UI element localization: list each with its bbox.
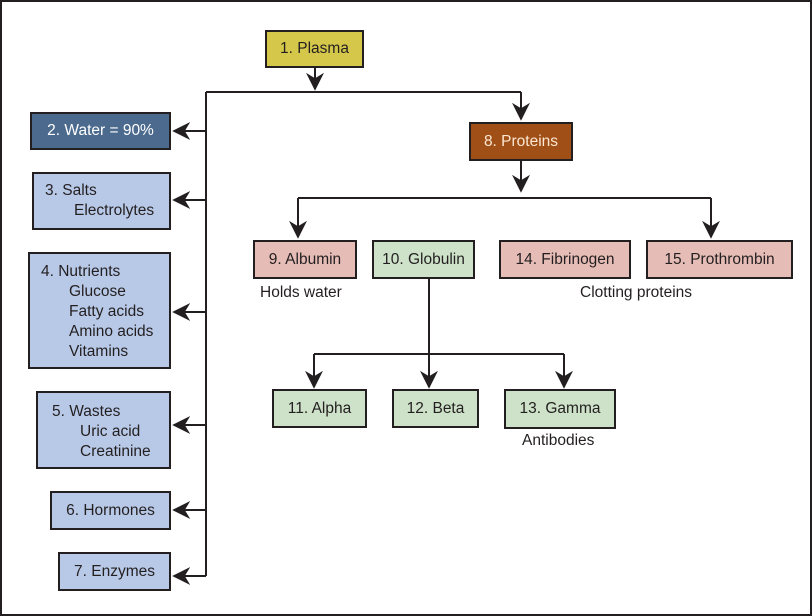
nutrients-sub-glucose: Glucose xyxy=(69,283,126,300)
wastes-node: 5. Wastes Uric acid Creatinine xyxy=(36,391,171,469)
alpha-node: 11. Alpha xyxy=(272,389,367,428)
hormones-label: 6. Hormones xyxy=(66,501,155,519)
prothrombin-label: 15. Prothrombin xyxy=(664,250,775,268)
water-label: 2. Water = 90% xyxy=(47,122,154,139)
gamma-caption: Antibodies xyxy=(522,432,595,449)
hormones-node: 6. Hormones xyxy=(50,491,171,530)
nutrients-sub-amino-acids: Amino acids xyxy=(69,323,154,340)
plasma-label: 1. Plasma xyxy=(280,40,349,57)
alpha-label: 11. Alpha xyxy=(287,399,352,417)
prothrombin-node: 15. Prothrombin xyxy=(646,240,793,279)
fibrinogen-label: 14. Fibrinogen xyxy=(515,250,615,268)
clotting-caption: Clotting proteins xyxy=(580,284,693,301)
proteins-node: 8. Proteins xyxy=(469,122,573,161)
nutrients-label: 4. Nutrients xyxy=(41,263,121,280)
fibrinogen-node: 14. Fibrinogen xyxy=(499,240,631,279)
proteins-label: 8. Proteins xyxy=(483,132,559,150)
salts-label: 3. Salts xyxy=(45,182,97,199)
beta-label: 12. Beta xyxy=(406,399,465,417)
albumin-caption: Holds water xyxy=(260,284,342,301)
gamma-node: 13. Gamma xyxy=(504,389,616,429)
water-node: 2. Water = 90% xyxy=(30,112,171,150)
globulin-label: 10. Globulin xyxy=(382,250,465,268)
nutrients-sub-vitamins: Vitamins xyxy=(69,343,129,360)
enzymes-label: 7. Enzymes xyxy=(74,562,155,580)
plasma-node: 1. Plasma xyxy=(265,30,364,68)
wastes-label: 5. Wastes xyxy=(52,403,121,420)
beta-node: 12. Beta xyxy=(392,389,479,428)
wastes-sub-creatinine: Creatinine xyxy=(80,443,151,460)
wastes-sub-uric-acid: Uric acid xyxy=(80,423,141,440)
salts-node: 3. Salts Electrolytes xyxy=(32,172,171,230)
nutrients-sub-fatty-acids: Fatty acids xyxy=(69,303,144,320)
albumin-node: 9. Albumin xyxy=(253,240,357,279)
enzymes-node: 7. Enzymes xyxy=(58,552,171,591)
albumin-label: 9. Albumin xyxy=(268,250,342,268)
salts-sub-electrolytes: Electrolytes xyxy=(74,202,155,219)
nutrients-node: 4. Nutrients Glucose Fatty acids Amino a… xyxy=(28,252,171,369)
globulin-node: 10. Globulin xyxy=(372,240,475,279)
gamma-label: 13. Gamma xyxy=(519,400,601,417)
